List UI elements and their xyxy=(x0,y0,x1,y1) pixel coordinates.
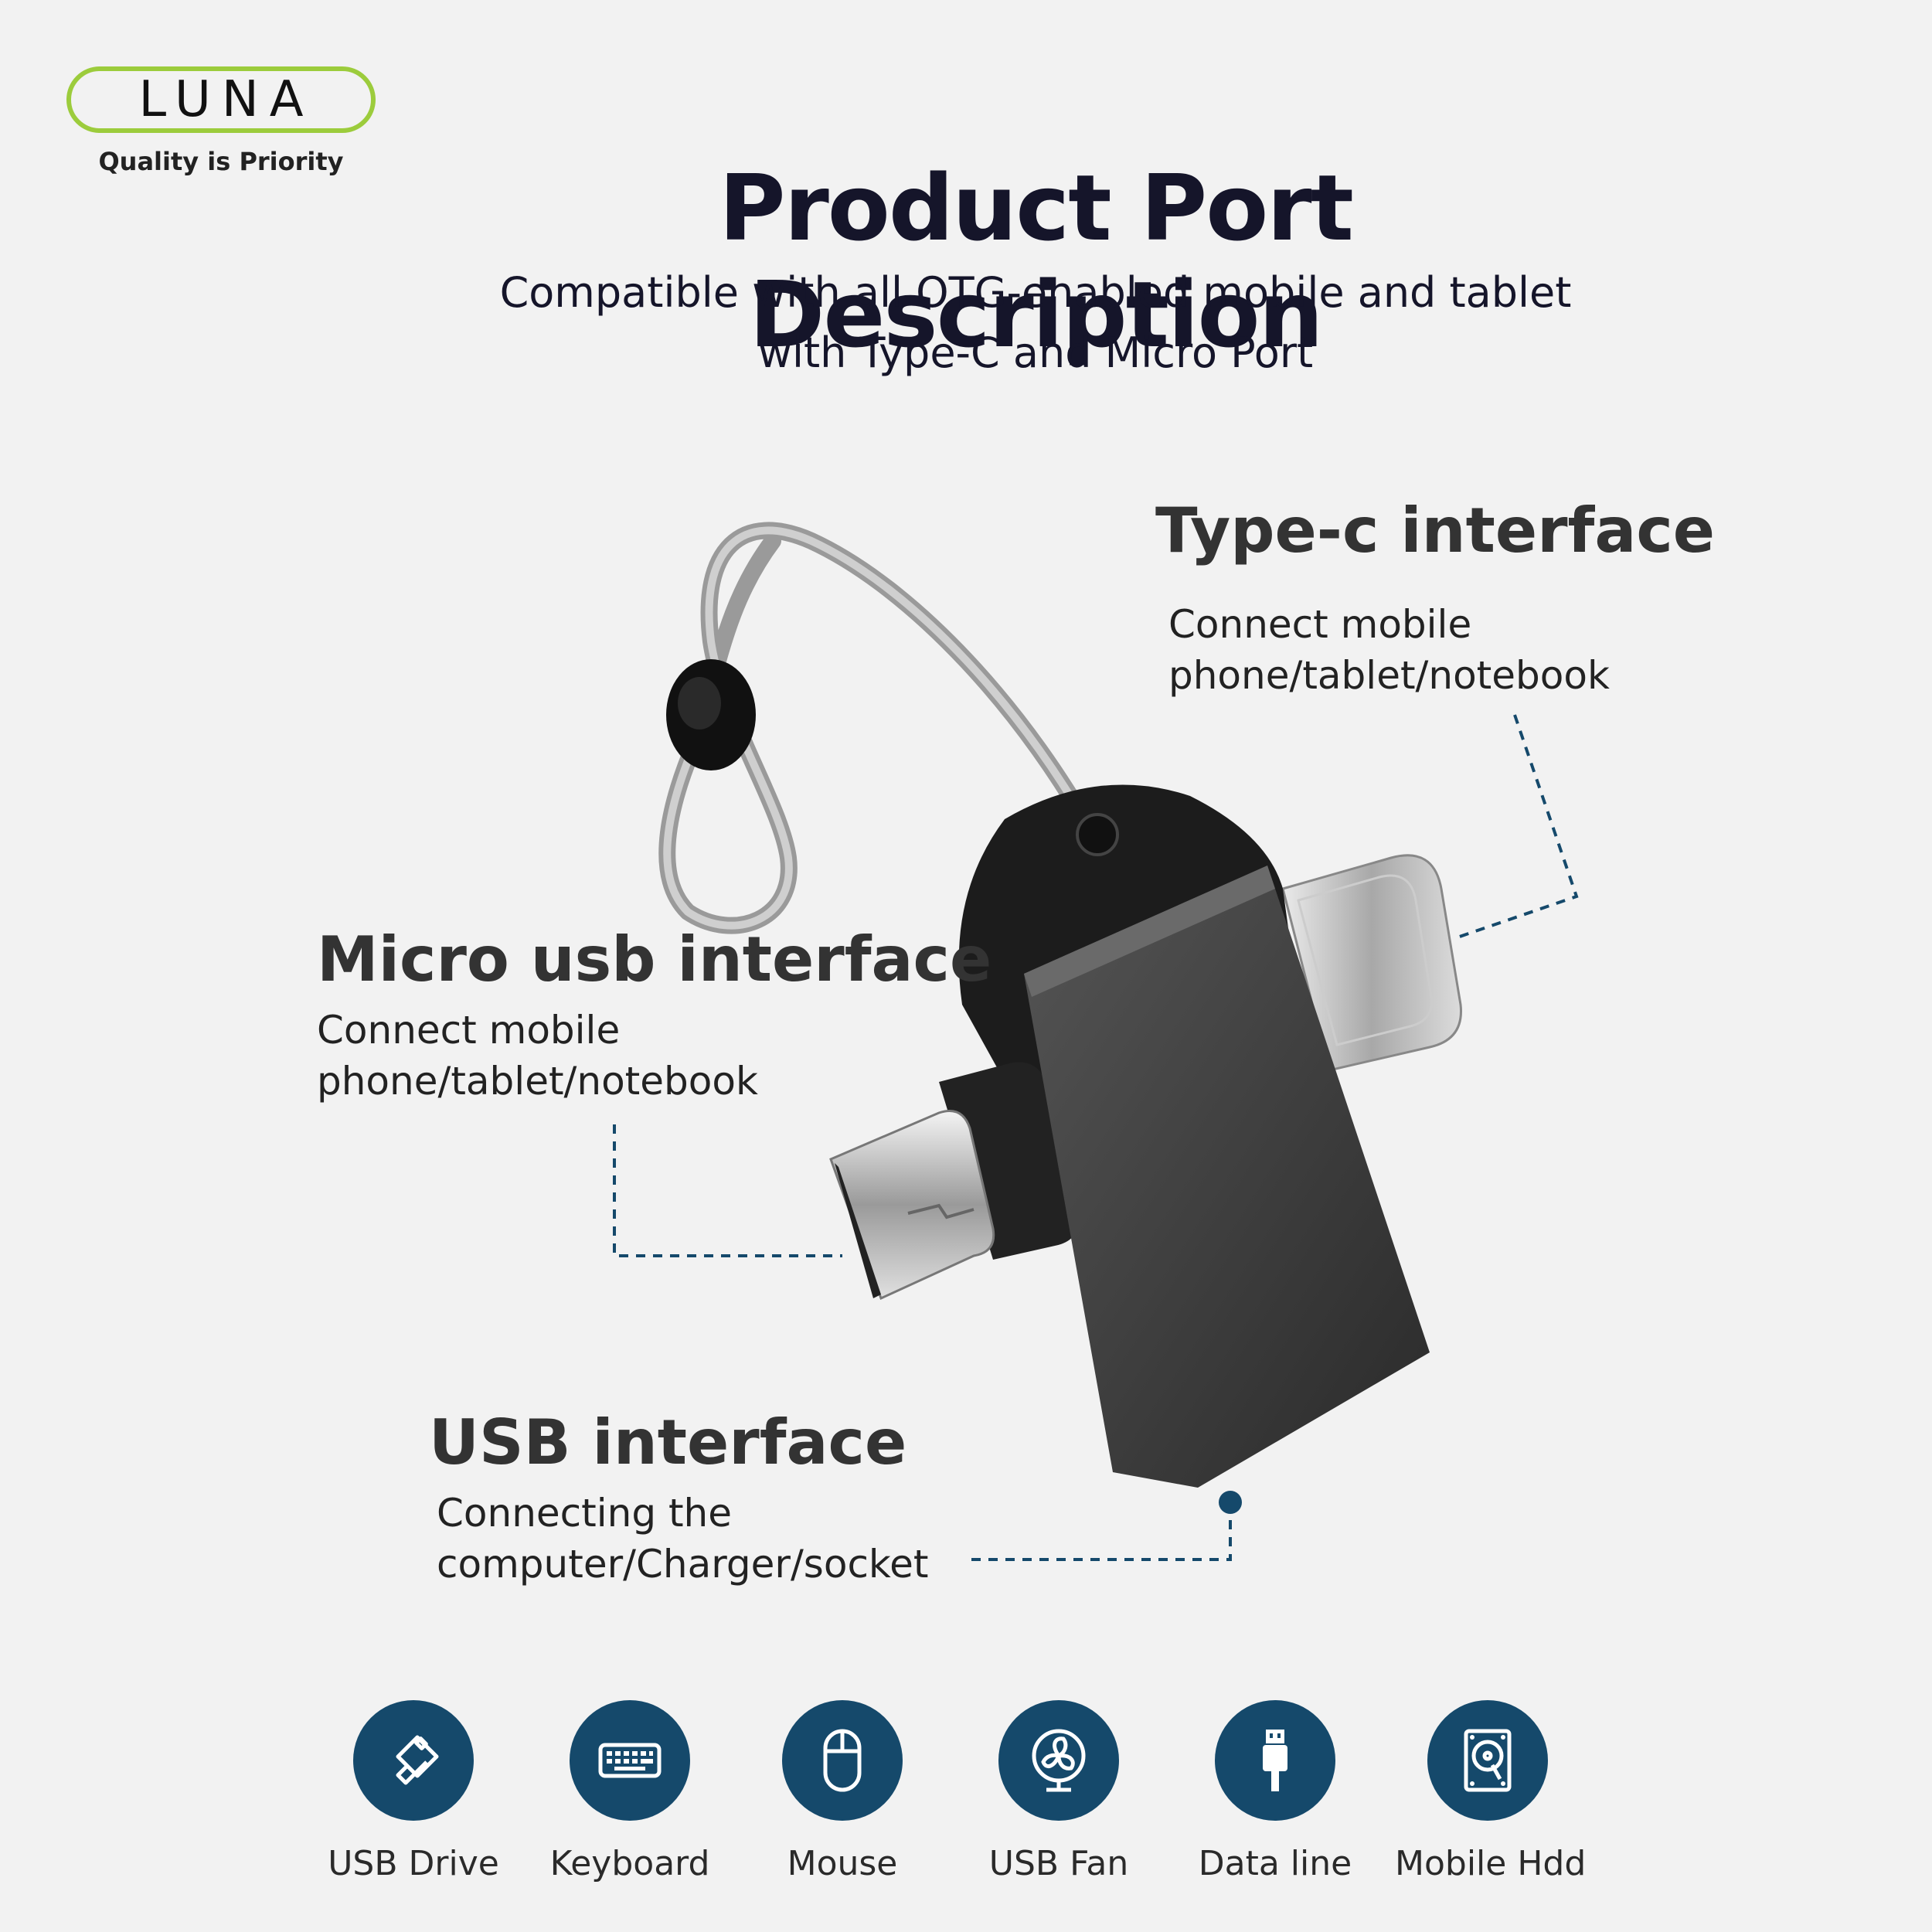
usb-desc-line-1: Connecting the xyxy=(437,1491,733,1536)
usb-drive-icon xyxy=(353,1700,474,1821)
typec-title: Type-c interface xyxy=(1155,495,1716,566)
subtitle-line-1: Compatible with all OTG-enabled mobile a… xyxy=(499,268,1572,317)
typec-desc-line-1: Connect mobile xyxy=(1168,602,1472,647)
micro-usb-connector xyxy=(829,1110,995,1301)
usb-pointer-dot xyxy=(1219,1491,1242,1514)
micro-desc-line-1: Connect mobile xyxy=(317,1008,621,1053)
use-item-usb-fan: USB Fan xyxy=(966,1700,1151,1883)
use-label: Data line xyxy=(1198,1844,1352,1883)
subtitle-line-2: with Type-C and Micro Port xyxy=(757,328,1314,377)
micro-description: Connect mobile phone/tablet/notebook xyxy=(317,1005,758,1107)
usb-leader-line xyxy=(970,1503,1232,1561)
page-subtitle: Compatible with all OTG-enabled mobile a… xyxy=(433,263,1638,383)
micro-title: Micro usb interface xyxy=(317,923,992,995)
fan-icon xyxy=(998,1700,1119,1821)
brand-logo: LUNA xyxy=(138,71,315,128)
usb-description: Connecting the computer/Charger/socket xyxy=(437,1488,928,1590)
use-label: USB Drive xyxy=(328,1844,499,1883)
adapter-body xyxy=(1024,866,1430,1488)
mouse-icon xyxy=(782,1700,903,1821)
typec-leader-line xyxy=(1452,714,1579,940)
typec-description: Connect mobile phone/tablet/notebook xyxy=(1168,599,1610,701)
typec-connector xyxy=(1281,854,1462,1072)
use-label: Mouse xyxy=(787,1844,898,1883)
data-cable-icon xyxy=(1215,1700,1335,1821)
typec-desc-line-2: phone/tablet/notebook xyxy=(1168,653,1610,698)
use-label: Keyboard xyxy=(549,1844,710,1883)
brand-tagline: Quality is Priority xyxy=(98,147,344,176)
usb-desc-line-2: computer/Charger/socket xyxy=(437,1542,929,1587)
use-item-usb-drive: USB Drive xyxy=(321,1700,506,1883)
micro-leader-line xyxy=(613,1124,842,1257)
logo-border xyxy=(66,66,376,133)
use-item-keyboard: Keyboard xyxy=(537,1700,723,1883)
micro-collar xyxy=(939,1062,1079,1260)
keyboard-icon xyxy=(570,1700,690,1821)
use-item-mouse: Mouse xyxy=(750,1700,935,1883)
hard-drive-icon xyxy=(1427,1700,1548,1821)
micro-desc-line-2: phone/tablet/notebook xyxy=(317,1059,758,1104)
use-item-mobile-hdd: Mobile Hdd xyxy=(1395,1700,1587,1883)
page-title: Product Port Description xyxy=(719,155,1354,368)
leader-lines xyxy=(613,714,1579,1561)
use-label: Mobile Hdd xyxy=(1395,1844,1587,1883)
use-item-data-line: Data line xyxy=(1182,1700,1368,1883)
usb-title: USB interface xyxy=(429,1406,907,1478)
use-label: USB Fan xyxy=(988,1844,1129,1883)
